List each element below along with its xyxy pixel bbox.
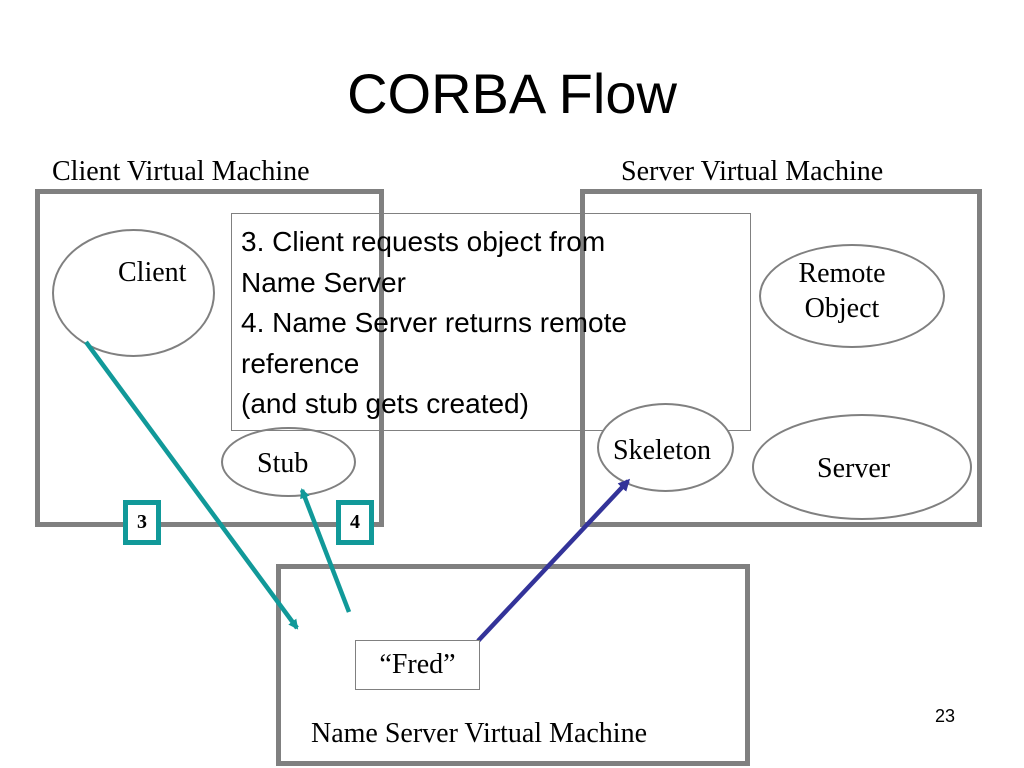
- stub-label: Stub: [257, 448, 309, 479]
- arrow-fred-to-skeleton: [476, 478, 631, 643]
- note-line: (and stub gets created): [241, 388, 529, 419]
- fred-entry: “Fred”: [355, 640, 480, 690]
- client-node: [52, 229, 215, 357]
- skeleton-node: [597, 403, 734, 492]
- server-label: Server: [817, 453, 891, 484]
- arrow-name-server-to-stub: [299, 488, 352, 613]
- server-node: [752, 414, 972, 520]
- name-server-vm-box: [276, 564, 750, 766]
- step-badge-3: 3: [123, 500, 161, 545]
- name-server-vm-label: Name Server Virtual Machine: [311, 718, 648, 749]
- client-vm-box: [35, 189, 384, 527]
- arrow-client-to-name-server: [84, 340, 299, 630]
- note-line: reference: [241, 347, 360, 379]
- server-vm-box: [580, 189, 982, 527]
- note-line: Name Server: [241, 266, 406, 298]
- remote-object-node: [759, 244, 945, 348]
- remote-object-label-line1: Remote: [798, 258, 886, 289]
- client-vm-label: Client Virtual Machine: [52, 156, 310, 187]
- note-line: 3. Client requests object from: [241, 226, 606, 257]
- server-vm-label: Server Virtual Machine: [621, 156, 884, 187]
- remote-object-label-line2: Object: [804, 293, 880, 324]
- stub-node: [221, 427, 356, 497]
- step-badge-4: 4: [336, 500, 374, 545]
- slide-title: CORBA Flow: [347, 62, 677, 125]
- skeleton-label: Skeleton: [613, 435, 711, 466]
- note-box: [231, 213, 751, 431]
- remote-object-label: Remote Object: [772, 256, 912, 326]
- note-text: 3. Client requests object from Name Serv…: [241, 222, 746, 425]
- note-line: 4. Name Server returns remote: [241, 307, 627, 338]
- client-label: Client: [118, 257, 187, 288]
- slide-number: 23: [935, 706, 956, 726]
